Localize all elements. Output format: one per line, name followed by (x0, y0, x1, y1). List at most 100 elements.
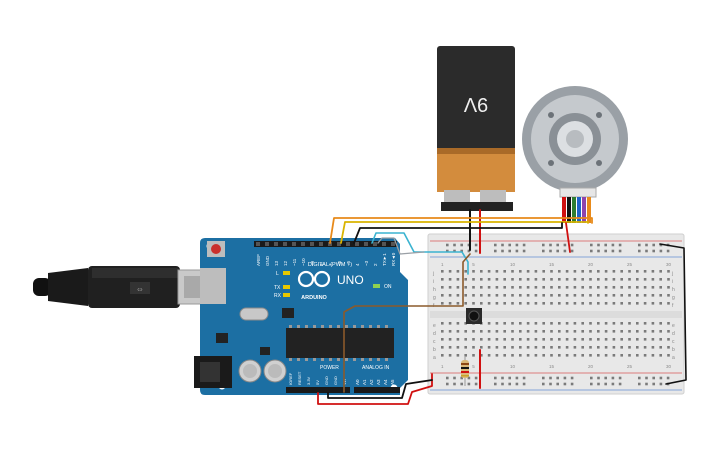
wire-rail-jumper[interactable] (659, 243, 687, 385)
breadboard-hole[interactable] (542, 286, 545, 289)
breadboard-hole[interactable] (612, 294, 616, 297)
breadboard-hole[interactable] (495, 322, 499, 325)
breadboard-hole[interactable] (511, 330, 514, 333)
breadboard-hole[interactable] (456, 322, 460, 325)
breadboard-hole[interactable] (597, 346, 600, 349)
rail-hole[interactable] (611, 249, 615, 253)
arduino-uno-board[interactable]: AREF GND 13 12 ~11 ~10 ~9 8 7 ~6 ~5 4 ~3… (194, 238, 408, 395)
rail-hole[interactable] (597, 243, 600, 247)
breadboard-hole[interactable] (636, 294, 639, 297)
breadboard-hole[interactable] (620, 322, 623, 325)
breadboard-hole[interactable] (628, 302, 631, 305)
breadboard-hole[interactable] (589, 294, 592, 297)
breadboard-hole[interactable] (628, 286, 631, 289)
breadboard-hole[interactable] (441, 286, 444, 289)
breadboard-hole[interactable] (667, 354, 670, 357)
breadboard-hole[interactable] (480, 302, 483, 305)
breadboard-hole[interactable] (550, 354, 553, 357)
rail-hole[interactable] (611, 376, 615, 380)
breadboard-hole[interactable] (480, 294, 483, 297)
rail-hole[interactable] (474, 376, 478, 380)
rail-hole[interactable] (597, 376, 600, 380)
breadboard-hole[interactable] (542, 302, 545, 305)
breadboard-hole[interactable] (573, 294, 577, 297)
breadboard-hole[interactable] (651, 270, 655, 273)
breadboard-hole[interactable] (448, 330, 452, 333)
breadboard-hole[interactable] (472, 346, 475, 349)
rail-hole[interactable] (501, 382, 504, 386)
breadboard-hole[interactable] (659, 330, 662, 333)
breadboard-hole[interactable] (511, 286, 514, 289)
rail-hole[interactable] (563, 376, 567, 380)
rail-hole[interactable] (494, 382, 497, 386)
rail-hole[interactable] (645, 243, 648, 247)
breadboard-hole[interactable] (581, 294, 584, 297)
breadboard-hole[interactable] (589, 270, 592, 273)
breadboard-hole[interactable] (620, 346, 623, 349)
breadboard-hole[interactable] (636, 286, 639, 289)
rail-hole[interactable] (508, 376, 511, 380)
breadboard-hole[interactable] (550, 286, 553, 289)
breadboard-hole[interactable] (448, 278, 452, 281)
rail-hole[interactable] (453, 243, 456, 247)
breadboard-hole[interactable] (620, 278, 623, 281)
breadboard-hole[interactable] (534, 354, 538, 357)
breadboard-hole[interactable] (620, 286, 623, 289)
breadboard-hole[interactable] (659, 346, 662, 349)
breadboard-hole[interactable] (667, 286, 670, 289)
breadboard-hole[interactable] (597, 270, 600, 273)
breadboard-hole[interactable] (565, 286, 569, 289)
breadboard-hole[interactable] (573, 270, 577, 273)
wire-motor-black[interactable] (353, 222, 563, 244)
rail-hole[interactable] (590, 243, 593, 247)
breadboard-hole[interactable] (464, 278, 467, 281)
rail-hole[interactable] (618, 376, 622, 380)
breadboard-hole[interactable] (519, 278, 522, 281)
breadboard-hole[interactable] (511, 278, 514, 281)
rail-hole[interactable] (453, 382, 456, 386)
breadboard-hole[interactable] (659, 294, 662, 297)
breadboard-hole[interactable] (441, 270, 444, 273)
breadboard-hole[interactable] (472, 302, 475, 305)
breadboard-hole[interactable] (628, 330, 631, 333)
breadboard-hole[interactable] (589, 322, 592, 325)
rail-hole[interactable] (467, 243, 471, 247)
breadboard-hole[interactable] (636, 330, 639, 333)
breadboard-hole[interactable] (612, 302, 616, 305)
breadboard-hole[interactable] (620, 338, 623, 341)
breadboard-hole[interactable] (659, 302, 662, 305)
power-header[interactable] (286, 387, 350, 393)
breadboard-hole[interactable] (573, 322, 577, 325)
breadboard-hole[interactable] (651, 294, 655, 297)
breadboard-hole[interactable] (581, 286, 584, 289)
breadboard-hole[interactable] (456, 270, 460, 273)
rail-hole[interactable] (590, 249, 593, 253)
breadboard-hole[interactable] (441, 302, 444, 305)
breadboard-hole[interactable] (620, 354, 623, 357)
breadboard-hole[interactable] (636, 302, 639, 305)
breadboard-hole[interactable] (456, 278, 460, 281)
rail-hole[interactable] (515, 243, 519, 247)
rail-hole[interactable] (570, 243, 574, 247)
breadboard-hole[interactable] (643, 338, 647, 341)
breadboard-hole[interactable] (628, 354, 631, 357)
usb-cable[interactable]: ⇔ (33, 266, 219, 308)
rail-hole[interactable] (494, 376, 497, 380)
breadboard-hole[interactable] (651, 346, 655, 349)
breadboard-hole[interactable] (667, 322, 670, 325)
breadboard-hole[interactable] (573, 354, 577, 357)
breadboard-hole[interactable] (464, 302, 467, 305)
rail-hole[interactable] (467, 376, 471, 380)
breadboard-hole[interactable] (464, 330, 467, 333)
breadboard-hole[interactable] (550, 294, 553, 297)
rail-hole[interactable] (618, 249, 622, 253)
rail-hole[interactable] (460, 382, 463, 386)
breadboard-hole[interactable] (511, 322, 514, 325)
breadboard-hole[interactable] (573, 330, 577, 333)
analog-header[interactable] (354, 387, 400, 393)
rail-hole[interactable] (556, 382, 559, 386)
rail-hole[interactable] (474, 249, 478, 253)
breadboard-hole[interactable] (643, 302, 647, 305)
breadboard-hole[interactable] (534, 294, 538, 297)
breadboard-hole[interactable] (659, 270, 662, 273)
